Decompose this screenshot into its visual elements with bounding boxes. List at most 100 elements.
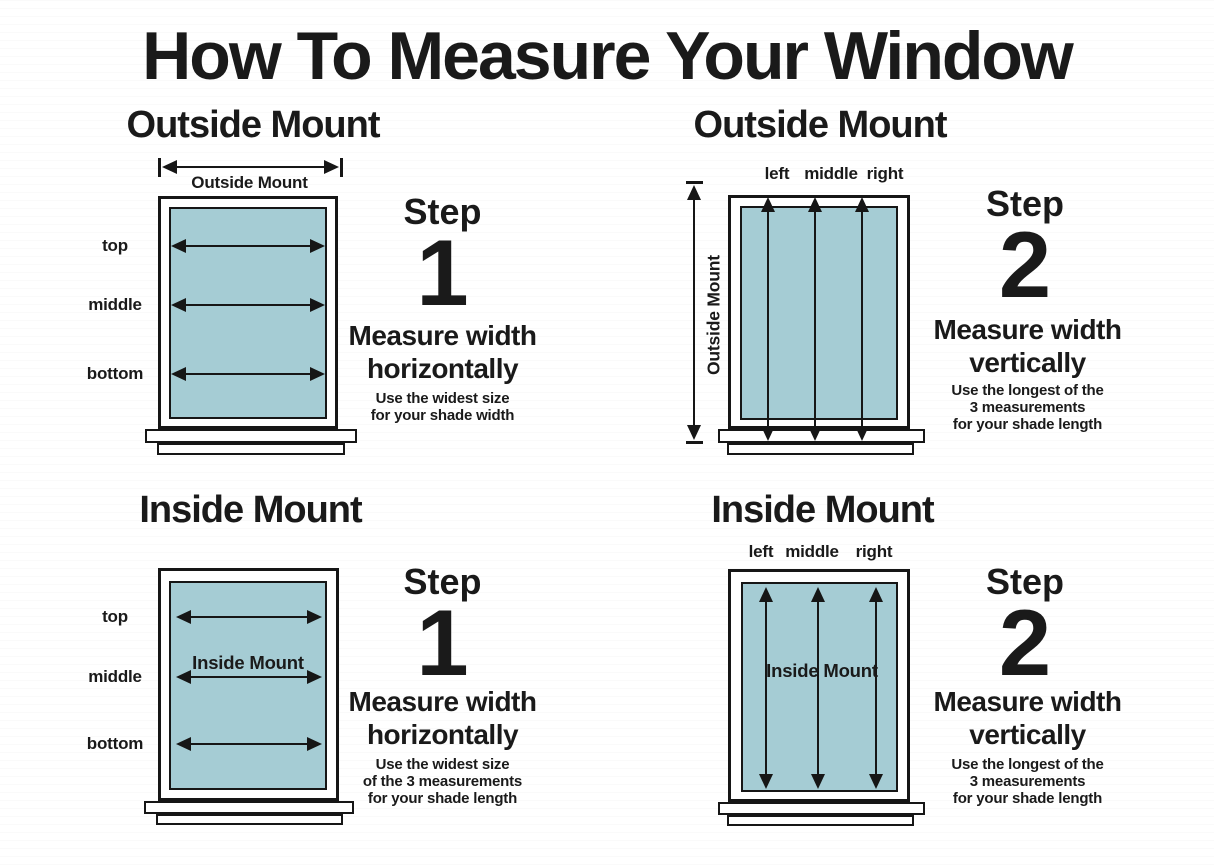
window-sill <box>144 801 354 814</box>
arrow-head-down <box>808 426 822 441</box>
step-instruction-line2: horizontally <box>366 719 519 750</box>
window-sill <box>145 429 357 443</box>
page-title: How To Measure Your Window <box>142 18 1074 94</box>
col-label-right: right <box>866 164 904 183</box>
arrow-head-right <box>310 298 325 312</box>
arrow-head-right <box>307 610 322 624</box>
arrow-line <box>165 165 336 169</box>
col-label-middle: middle <box>804 164 858 183</box>
step-note-line: of the 3 measurements <box>362 773 523 790</box>
step-number: 1 <box>416 590 469 695</box>
arrow-line <box>692 188 696 437</box>
window-glass <box>740 206 898 420</box>
step-note: Use the longest of the 3 measurements fo… <box>920 756 1135 807</box>
window-sill <box>718 802 925 815</box>
measure-tick-icon <box>340 158 343 177</box>
step-note-line: Use the longest of the <box>951 382 1104 399</box>
arrow-head-up <box>761 197 775 212</box>
arrow-line <box>179 675 319 679</box>
measure-tick-icon <box>158 158 161 177</box>
double-arrow-horizontal-icon <box>171 239 325 253</box>
step-instruction-line2: vertically <box>969 347 1086 378</box>
arrow-line <box>813 200 817 438</box>
row-label-middle: middle <box>88 667 142 686</box>
arrow-head-up <box>687 185 701 200</box>
section-heading: Outside Mount <box>693 104 948 146</box>
arrow-line <box>764 590 768 786</box>
section-heading: Outside Mount <box>126 104 381 146</box>
section-heading: Inside Mount <box>139 489 362 531</box>
step-note-line: for your shade width <box>370 407 515 424</box>
arrow-head-down <box>855 426 869 441</box>
col-label-right: right <box>855 542 893 561</box>
double-arrow-vertical-icon <box>811 587 825 789</box>
step-note: Use the widest size for your shade width <box>335 390 550 424</box>
step-word: Step <box>985 561 1064 602</box>
window-frame <box>158 196 338 429</box>
row-label-bottom: bottom <box>86 364 144 383</box>
arrow-head-left <box>171 239 186 253</box>
window-apron <box>156 814 343 825</box>
arrow-head-left <box>176 737 191 751</box>
step-note: Use the longest of the 3 measurements fo… <box>920 382 1135 433</box>
window-frame <box>158 568 339 801</box>
glass-measure-label: Inside Mount <box>192 652 304 673</box>
arrow-head-down <box>811 774 825 789</box>
row-label-middle: middle <box>88 295 142 314</box>
arrow-head-up <box>811 587 825 602</box>
arrow-head-right <box>310 239 325 253</box>
step-note-line: Use the longest of the <box>951 756 1104 773</box>
step-word: Step <box>403 191 482 232</box>
arrow-head-down <box>759 774 773 789</box>
double-arrow-vertical-icon <box>808 197 822 441</box>
step-note-line: for your shade length <box>952 790 1103 807</box>
step-note-line: 3 measurements <box>969 773 1086 790</box>
window-apron <box>727 443 914 455</box>
col-label-left: left <box>764 164 790 183</box>
step-instruction-line2: horizontally <box>366 353 519 384</box>
arrow-head-down <box>869 774 883 789</box>
double-arrow-horizontal-icon <box>171 298 325 312</box>
window-apron <box>727 815 914 826</box>
measure-tick-icon <box>686 181 703 184</box>
arrow-head-left <box>176 610 191 624</box>
row-label-bottom: bottom <box>86 734 144 753</box>
measure-arrow-label: Outside Mount <box>191 173 308 192</box>
section-heading: Inside Mount <box>711 489 934 531</box>
step-instruction-line1: Measure width <box>933 686 1122 717</box>
measure-tick-icon <box>686 441 703 444</box>
step-instruction-line1: Measure width <box>348 686 537 717</box>
step-note-line: for your shade length <box>952 416 1103 433</box>
arrow-head-up <box>759 587 773 602</box>
arrow-head-up <box>808 197 822 212</box>
step-instruction-line1: Measure width <box>348 320 537 351</box>
double-arrow-horizontal-icon <box>162 160 339 174</box>
arrow-head-right <box>307 670 322 684</box>
double-arrow-horizontal-icon <box>176 737 322 751</box>
step-word: Step <box>985 183 1064 224</box>
arrow-head-right <box>310 367 325 381</box>
step-number: 2 <box>998 590 1052 695</box>
window-glass <box>169 207 327 419</box>
step-instruction-line1: Measure width <box>933 314 1122 345</box>
double-arrow-horizontal-icon <box>176 670 322 684</box>
arrow-head-up <box>869 587 883 602</box>
double-arrow-horizontal-icon <box>176 610 322 624</box>
step-note-line: Use the widest size <box>375 756 510 773</box>
arrow-line <box>766 200 770 438</box>
double-arrow-horizontal-icon <box>171 367 325 381</box>
arrow-head-right <box>307 737 322 751</box>
arrow-line <box>874 590 878 786</box>
arrow-head-left <box>171 298 186 312</box>
col-label-middle: middle <box>785 542 839 561</box>
step-note: Use the widest size of the 3 measurement… <box>335 756 550 807</box>
double-arrow-vertical-icon <box>761 197 775 441</box>
arrow-line <box>860 200 864 438</box>
arrow-line <box>174 244 322 248</box>
arrow-head-left <box>176 670 191 684</box>
step-note-line: 3 measurements <box>969 399 1086 416</box>
arrow-head-left <box>171 367 186 381</box>
step-number: 2 <box>998 212 1052 317</box>
double-arrow-vertical-icon <box>869 587 883 789</box>
